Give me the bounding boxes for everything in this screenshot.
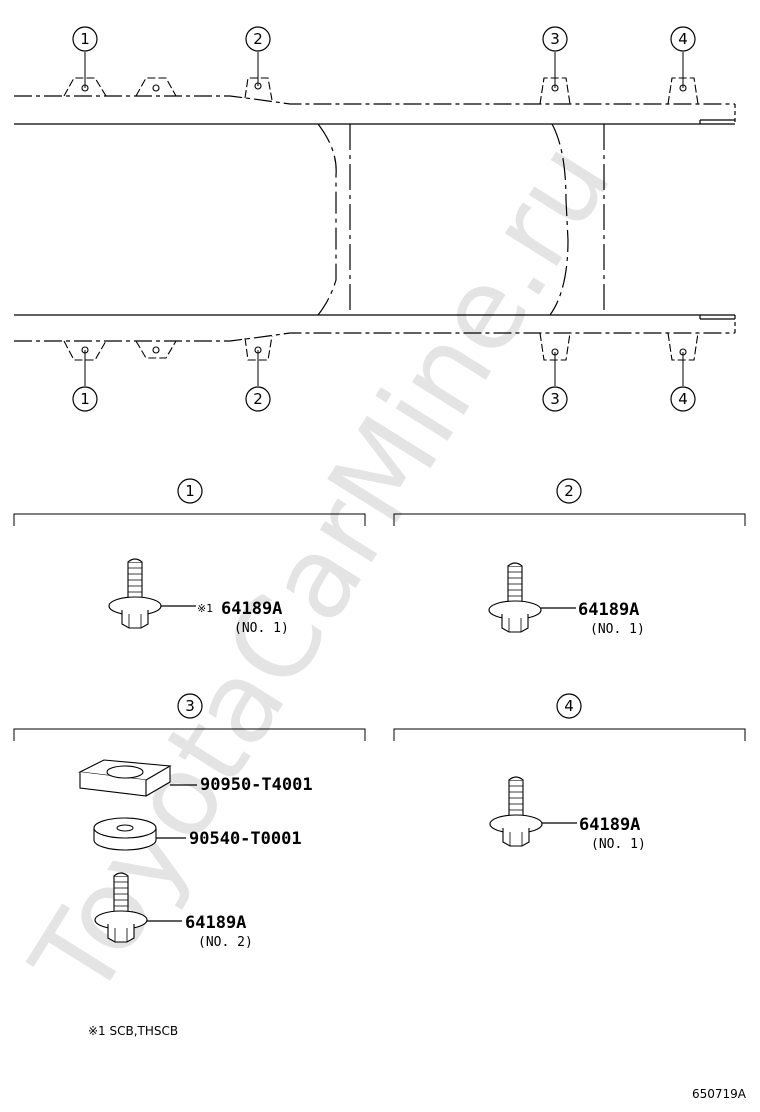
section-4-index: 4 (564, 697, 574, 715)
part-sub-s1: (NO. 1) (234, 621, 289, 636)
part-number-s3-spacer[interactable]: 90540-T0001 (189, 829, 302, 849)
marker-bottom-3: 3 (542, 386, 568, 412)
marker-bottom-2-label: 2 (253, 390, 263, 408)
marker-bottom-1-label: 1 (80, 390, 90, 408)
figure-id: 650719A (692, 1087, 747, 1101)
section-3-index: 3 (185, 697, 195, 715)
marker-leaders (84, 52, 684, 386)
part-sub-s4: (NO. 1) (591, 837, 646, 852)
bolt-section-3 (94, 872, 182, 943)
marker-bottom-4: 4 (670, 386, 696, 412)
markers-top: 1 2 3 4 (72, 26, 696, 52)
marker-top-2-label: 2 (253, 30, 263, 48)
part-number-s3-bolt[interactable]: 64189A (185, 913, 246, 933)
marker-top-3: 3 (542, 26, 568, 52)
marker-top-1: 1 (72, 26, 98, 52)
marker-top-1-label: 1 (80, 30, 90, 48)
part-number-s2[interactable]: 64189A (578, 600, 639, 620)
part-sub-s2: (NO. 1) (590, 622, 645, 637)
part-labels: ※1 64189A (NO. 1) 64189A (NO. 1) 90950-T… (185, 599, 646, 950)
part-sub-s3-bolt: (NO. 2) (198, 935, 253, 950)
part-number-s1[interactable]: 64189A (221, 599, 282, 619)
marker-top-2: 2 (245, 26, 271, 52)
bolt-section-4 (489, 776, 577, 847)
watermark-text: ToyotaCarMine.ru (7, 121, 636, 1020)
part-number-s3-plate[interactable]: 90950-T4001 (200, 775, 313, 795)
note-mark-1: ※1 (197, 602, 213, 615)
section-3-header: 3 (13, 693, 366, 741)
section-1-header: 1 (13, 478, 366, 526)
section-1-index: 1 (185, 482, 195, 500)
section-2-header: 2 (393, 478, 746, 526)
part-number-s4[interactable]: 64189A (579, 815, 640, 835)
section-4-header: 4 (393, 693, 746, 741)
section-headers: 1 2 3 4 (13, 478, 746, 741)
section-2-index: 2 (564, 482, 574, 500)
marker-top-3-label: 3 (550, 30, 560, 48)
frame-brackets-top (63, 77, 699, 105)
marker-bottom-2: 2 (245, 386, 271, 412)
marker-bottom-3-label: 3 (550, 390, 560, 408)
spacer-drawing (93, 817, 186, 851)
marker-bottom-1: 1 (72, 386, 98, 412)
chassis-frame (14, 95, 736, 342)
marker-bottom-4-label: 4 (678, 390, 688, 408)
bolt-section-1 (108, 558, 196, 629)
marker-top-4-label: 4 (678, 30, 688, 48)
bolt-section-2 (488, 562, 576, 633)
markers-bottom: 1 2 3 4 (72, 386, 696, 412)
plate-washer-drawing (78, 759, 197, 797)
marker-top-4: 4 (670, 26, 696, 52)
footnote: ※1 SCB,THSCB (88, 1024, 178, 1038)
